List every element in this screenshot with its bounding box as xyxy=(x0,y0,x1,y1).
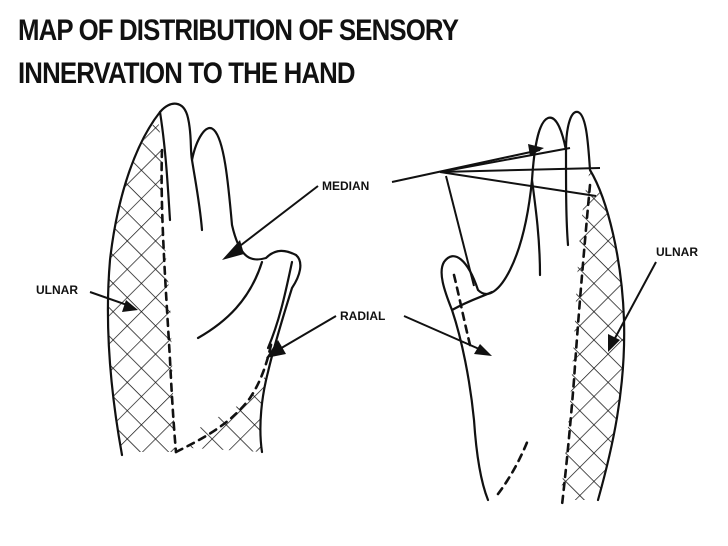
radial-pointer-left xyxy=(278,316,336,350)
right-finger-line xyxy=(566,150,568,245)
left-thumb-line xyxy=(268,262,292,348)
median-pointer-right xyxy=(392,150,540,182)
median-pointer-right xyxy=(440,172,596,196)
label-ulnar-left: ULNAR xyxy=(36,283,78,297)
label-radial: RADIAL xyxy=(340,309,385,323)
median-pointer-right xyxy=(446,176,474,286)
left-finger-line xyxy=(192,160,202,230)
radial-pointer-right xyxy=(404,316,486,352)
right-ulnar-zone xyxy=(560,170,624,500)
left-thumb-crease xyxy=(198,262,262,338)
label-ulnar-right: ULNAR xyxy=(656,245,698,259)
median-pointer-right xyxy=(440,168,600,172)
left-radial-dorsal-zone xyxy=(190,372,268,452)
arrowhead xyxy=(474,344,492,356)
right-radial-boundary xyxy=(498,440,528,494)
label-median: MEDIAN xyxy=(322,179,369,193)
right-thumb-boundary xyxy=(454,275,470,345)
right-finger-line xyxy=(532,180,540,275)
left-hand xyxy=(108,104,300,455)
median-pointer-left xyxy=(232,186,318,252)
arrowhead xyxy=(222,240,244,260)
